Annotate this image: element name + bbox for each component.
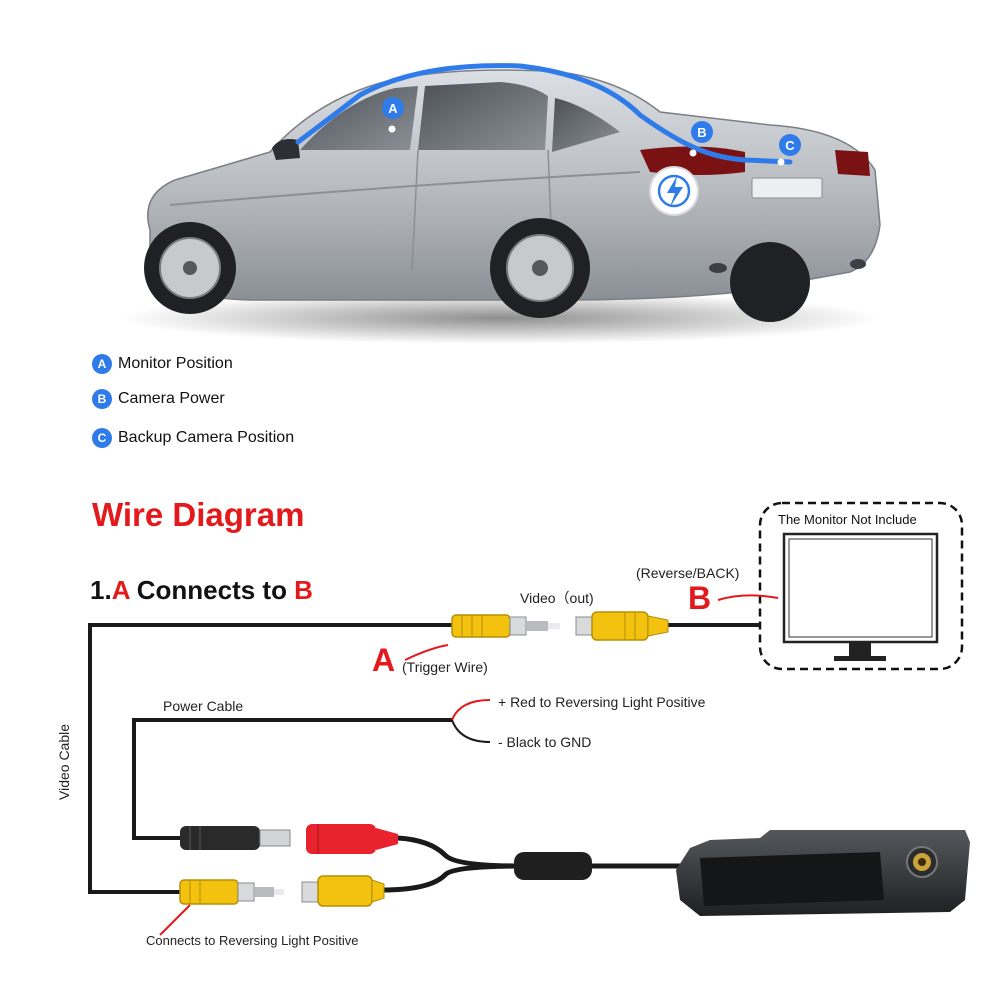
subtitle-prefix: 1.: [90, 575, 112, 605]
legend-marker-b: B: [92, 389, 112, 409]
legend-item-backup-camera-position: C Backup Camera Position: [92, 428, 294, 448]
video-cable-label: Video Cable: [56, 723, 72, 800]
power-cable-label: Power Cable: [163, 698, 244, 714]
reversing-light-label: Connects to Reversing Light Positive: [146, 933, 359, 948]
monitor-illustration: [758, 501, 964, 671]
reverse-label: (Reverse/BACK): [636, 565, 740, 581]
marker-c: C: [779, 134, 801, 156]
rca-trigger-female-connector: [301, 875, 385, 907]
diagram-subtitle: 1.A Connects to B: [90, 575, 313, 606]
legend-marker-a: A: [92, 354, 112, 374]
red-wire-label: + Red to Reversing Light Positive: [498, 694, 706, 710]
rca-trigger-male-connector: [179, 879, 284, 905]
rca-video-male-connector: [451, 614, 560, 638]
legend-item-monitor-position: A Monitor Position: [92, 354, 233, 374]
harness: [381, 835, 690, 893]
legend-label: Camera Power: [118, 390, 225, 407]
rca-video-female-connector: [575, 611, 669, 641]
lightning-icon: [649, 166, 699, 216]
svg-text:C: C: [785, 138, 795, 153]
subtitle-middle: Connects to: [129, 575, 295, 605]
dc-power-plug: [180, 826, 291, 850]
cable-filter-box: [514, 852, 592, 880]
trigger-label: (Trigger Wire): [402, 659, 488, 675]
diagram-title: Wire Diagram: [92, 496, 305, 533]
subtitle-b: B: [294, 575, 313, 605]
marker-b: B: [691, 121, 713, 143]
legend-marker-c: C: [92, 428, 112, 448]
svg-text:B: B: [697, 125, 706, 140]
monitor-note: The Monitor Not Include: [778, 512, 917, 527]
legend-item-camera-power: B Camera Power: [92, 389, 225, 409]
camera-handle: [676, 830, 970, 916]
svg-text:A: A: [388, 101, 398, 116]
marker-a: A: [382, 97, 404, 119]
black-wire-label: - Black to GND: [498, 734, 592, 750]
legend-label: Backup Camera Position: [118, 429, 295, 446]
letter-a: A: [372, 642, 396, 678]
dc-power-socket: [306, 824, 398, 854]
video-out-label: Video（out): [520, 590, 594, 606]
subtitle-a: A: [111, 575, 130, 605]
letter-b: B: [688, 580, 712, 616]
legend-label: Monitor Position: [118, 355, 233, 372]
car-illustration: A B C: [120, 63, 881, 344]
